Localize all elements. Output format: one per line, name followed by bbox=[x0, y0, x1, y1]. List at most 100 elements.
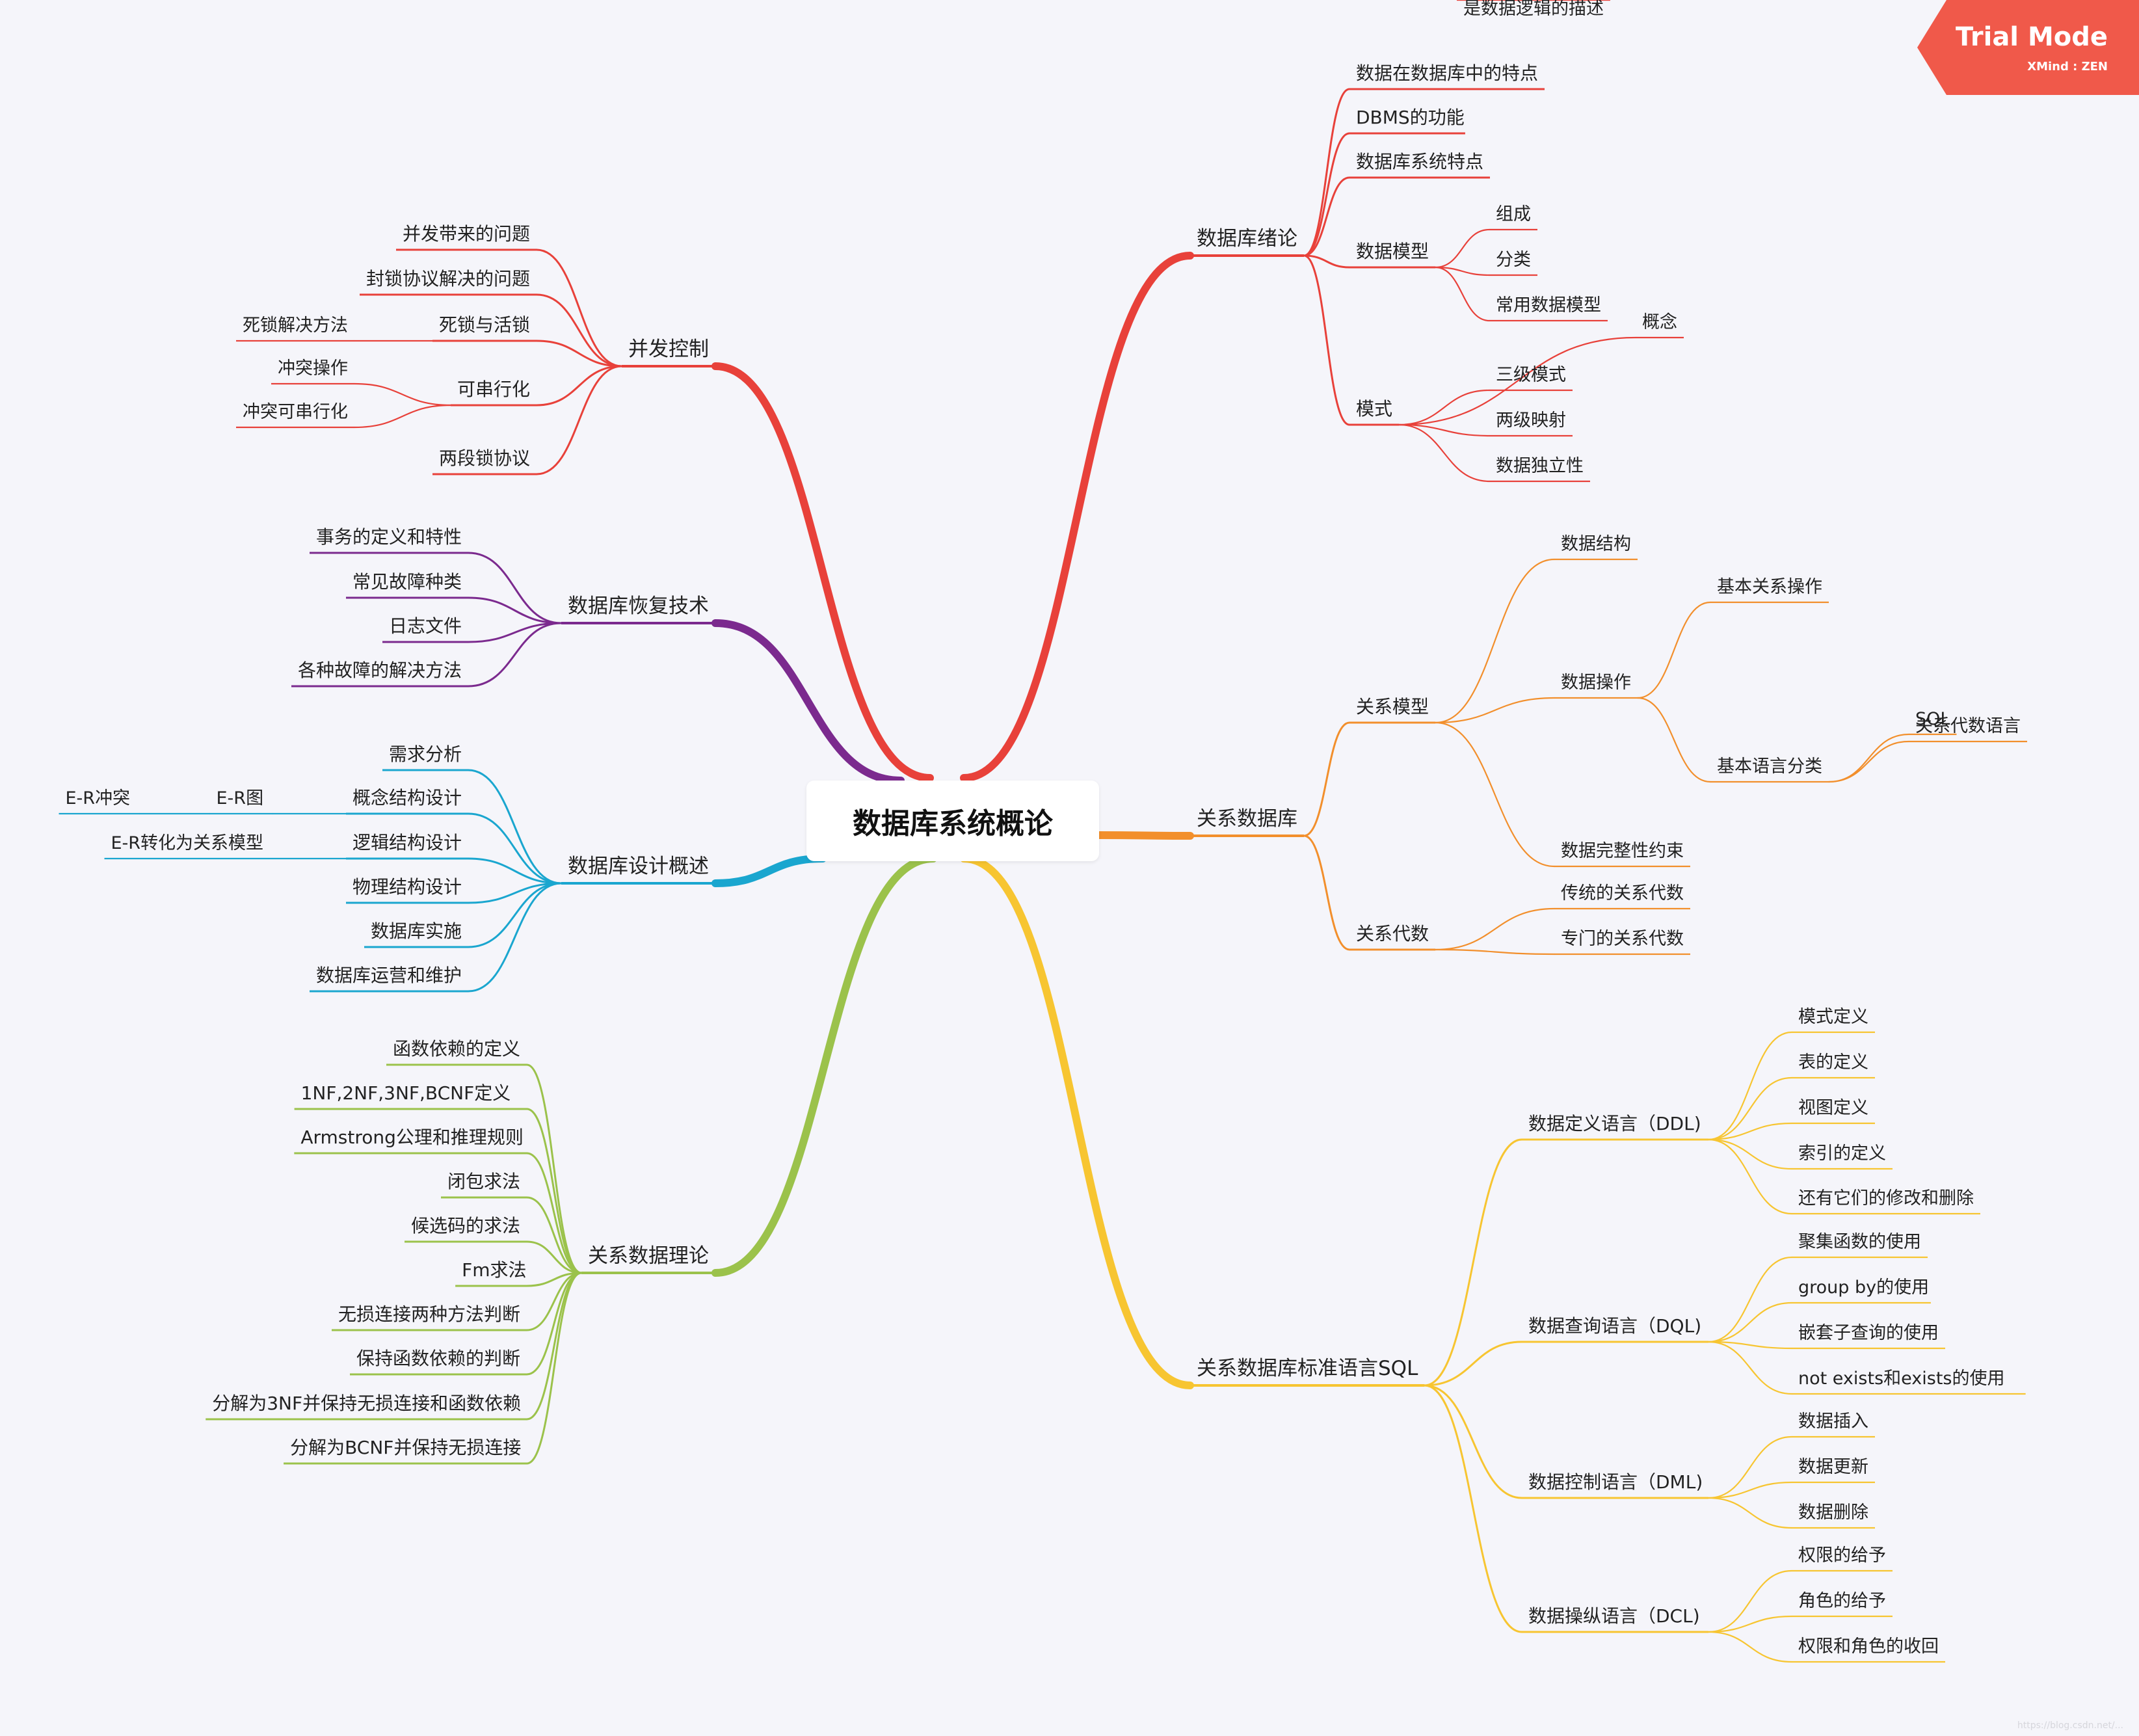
topic-3[interactable]: 各种故障的解决方法 bbox=[298, 660, 462, 681]
topic-0-2[interactable]: 数据完整性约束 bbox=[1561, 841, 1684, 861]
topic-1-3[interactable]: not exists和exists的使用 bbox=[1798, 1369, 2005, 1389]
topic-1-0[interactable]: 传统的关系代数 bbox=[1561, 883, 1684, 903]
topic-1-0[interactable]: 聚集函数的使用 bbox=[1798, 1232, 1921, 1252]
branch-design[interactable]: 数据库设计概述 bbox=[568, 855, 709, 878]
topic-0-1-0[interactable]: 基本关系操作 bbox=[1717, 577, 1822, 597]
topic-1[interactable]: 关系代数 bbox=[1356, 923, 1429, 944]
topic-2-0[interactable]: 数据插入 bbox=[1798, 1411, 1868, 1432]
topic-4[interactable]: 数据库实施 bbox=[371, 920, 462, 942]
topic-1-0-0[interactable]: E-R冲突 bbox=[65, 788, 131, 808]
topic-0[interactable]: 关系模型 bbox=[1356, 696, 1429, 717]
topic-4[interactable]: 候选码的求法 bbox=[411, 1215, 521, 1236]
topic-1[interactable]: DBMS的功能 bbox=[1356, 107, 1465, 128]
topic-3-2[interactable]: 权限和角色的收回 bbox=[1798, 1636, 1939, 1657]
topic-3[interactable]: 闭包求法 bbox=[447, 1171, 521, 1192]
connector bbox=[1707, 1341, 1793, 1350]
topic-4-0-0[interactable]: 是数据逻辑的描述 bbox=[1463, 0, 1604, 19]
branch-intro[interactable]: 数据库绪论 bbox=[1197, 227, 1297, 250]
topic-2-1[interactable]: 数据更新 bbox=[1798, 1457, 1868, 1477]
branch-trunk-relational bbox=[1095, 831, 1194, 840]
topic-5[interactable]: Fm求法 bbox=[462, 1259, 527, 1281]
connector bbox=[1398, 389, 1491, 426]
topic-3-1[interactable]: 角色的给予 bbox=[1798, 1591, 1886, 1611]
topic-1[interactable]: 数据查询语言（DQL) bbox=[1528, 1315, 1702, 1337]
trial-mode-badge[interactable]: Trial Mode XMind : ZEN bbox=[1917, 0, 2139, 95]
topic-0[interactable]: 事务的定义和特性 bbox=[316, 526, 462, 548]
connector bbox=[1827, 740, 1910, 783]
branch-recovery[interactable]: 数据库恢复技术 bbox=[568, 594, 709, 618]
topic-3[interactable]: 数据操纵语言（DCL) bbox=[1528, 1605, 1700, 1627]
topic-5[interactable]: 数据库运营和维护 bbox=[316, 965, 462, 986]
topic-2-0[interactable]: E-R转化为关系模型 bbox=[111, 833, 264, 853]
topic-3[interactable]: 物理结构设计 bbox=[352, 876, 462, 898]
topic-0-3[interactable]: 索引的定义 bbox=[1798, 1143, 1886, 1164]
branch-sql[interactable]: 关系数据库标准语言SQL bbox=[1197, 1357, 1418, 1380]
connector bbox=[1423, 1384, 1523, 1499]
connector bbox=[535, 248, 623, 367]
topic-2[interactable]: 数据库系统特点 bbox=[1356, 151, 1484, 172]
topic-0[interactable]: 数据在数据库中的特点 bbox=[1356, 62, 1539, 84]
topic-3-2[interactable]: 常用数据模型 bbox=[1496, 295, 1601, 315]
topic-4-1[interactable]: 三级模式 bbox=[1496, 365, 1566, 385]
topic-1-1[interactable]: group by的使用 bbox=[1798, 1277, 1930, 1298]
topic-4-3[interactable]: 数据独立性 bbox=[1496, 456, 1584, 476]
connector bbox=[1398, 423, 1491, 483]
topic-1[interactable]: 常见故障种类 bbox=[352, 571, 462, 593]
topic-3-0[interactable]: 组成 bbox=[1496, 204, 1531, 224]
topic-0-1-1-0[interactable]: SQL bbox=[1915, 709, 1950, 729]
topic-2[interactable]: 逻辑结构设计 bbox=[352, 832, 462, 853]
badge-ribbon-icon bbox=[1917, 0, 2139, 95]
topic-2[interactable]: 死锁与活锁 bbox=[439, 314, 531, 336]
topic-0-0[interactable]: 模式定义 bbox=[1798, 1007, 1868, 1027]
branch-relational[interactable]: 关系数据库 bbox=[1197, 807, 1297, 831]
branch-theory[interactable]: 关系数据理论 bbox=[588, 1244, 709, 1268]
topic-0-1-1-1[interactable]: 关系代数语言 bbox=[1915, 716, 2021, 736]
topic-3[interactable]: 数据模型 bbox=[1356, 241, 1429, 262]
connector bbox=[467, 552, 563, 624]
topic-3-1[interactable]: 分类 bbox=[1496, 250, 1531, 270]
connector bbox=[467, 882, 563, 904]
topic-2[interactable]: 日志文件 bbox=[389, 615, 462, 637]
topic-2[interactable]: Armstrong公理和推理规则 bbox=[300, 1127, 524, 1148]
topic-1[interactable]: 1NF,2NF,3NF,BCNF定义 bbox=[300, 1082, 511, 1104]
topic-4-0[interactable]: 概念 bbox=[1642, 312, 1677, 332]
topic-3[interactable]: 可串行化 bbox=[457, 379, 531, 400]
topic-2-2[interactable]: 数据删除 bbox=[1798, 1502, 1868, 1523]
topic-7[interactable]: 保持函数依赖的判断 bbox=[356, 1348, 521, 1369]
root-topic[interactable]: 数据库系统概论 bbox=[806, 781, 1099, 861]
topic-8[interactable]: 分解为3NF并保持无损连接和函数依赖 bbox=[212, 1393, 522, 1414]
topic-0-4[interactable]: 还有它们的修改和删除 bbox=[1798, 1188, 1974, 1209]
topic-6[interactable]: 无损连接两种方法判断 bbox=[338, 1303, 521, 1325]
topic-9[interactable]: 分解为BCNF并保持无损连接 bbox=[290, 1437, 522, 1458]
topic-4[interactable]: 两段锁协议 bbox=[439, 447, 531, 469]
connector bbox=[525, 1152, 583, 1274]
topic-4[interactable]: 模式 bbox=[1356, 398, 1393, 420]
topic-3-1[interactable]: 冲突可串行化 bbox=[243, 402, 348, 422]
topic-1-0[interactable]: E-R图 bbox=[216, 788, 264, 808]
connector bbox=[1398, 336, 1637, 426]
topic-2-0[interactable]: 死锁解决方法 bbox=[243, 315, 348, 336]
topic-0[interactable]: 函数依赖的定义 bbox=[393, 1038, 521, 1060]
topic-0-2[interactable]: 视图定义 bbox=[1798, 1098, 1868, 1118]
connector bbox=[535, 365, 623, 407]
topic-0-1-1[interactable]: 基本语言分类 bbox=[1717, 756, 1822, 777]
branch-concurrency[interactable]: 并发控制 bbox=[628, 338, 709, 361]
topic-2[interactable]: 数据控制语言（DML) bbox=[1528, 1471, 1703, 1493]
topic-1[interactable]: 概念结构设计 bbox=[352, 787, 462, 808]
topic-3-0[interactable]: 权限的给予 bbox=[1798, 1545, 1886, 1566]
topic-4-2[interactable]: 两级映射 bbox=[1496, 410, 1566, 431]
topic-0-1[interactable]: 数据操作 bbox=[1561, 673, 1631, 693]
topic-3-0[interactable]: 冲突操作 bbox=[278, 358, 348, 379]
xmind-brand: XMind : ZEN bbox=[2027, 60, 2108, 73]
topic-1[interactable]: 封锁协议解决的问题 bbox=[366, 268, 531, 289]
topic-0[interactable]: 并发带来的问题 bbox=[403, 223, 531, 245]
topic-0[interactable]: 需求分析 bbox=[389, 743, 462, 765]
topic-1-2[interactable]: 嵌套子查询的使用 bbox=[1798, 1323, 1939, 1343]
topic-0-1[interactable]: 表的定义 bbox=[1798, 1052, 1868, 1073]
connector bbox=[1707, 1497, 1793, 1529]
topic-0-0[interactable]: 数据结构 bbox=[1561, 534, 1631, 554]
topic-0[interactable]: 数据定义语言（DDL) bbox=[1528, 1113, 1701, 1134]
topic-1-1[interactable]: 专门的关系代数 bbox=[1561, 929, 1684, 949]
branch-trunk-sql bbox=[960, 855, 1194, 1389]
connector bbox=[525, 1196, 583, 1274]
